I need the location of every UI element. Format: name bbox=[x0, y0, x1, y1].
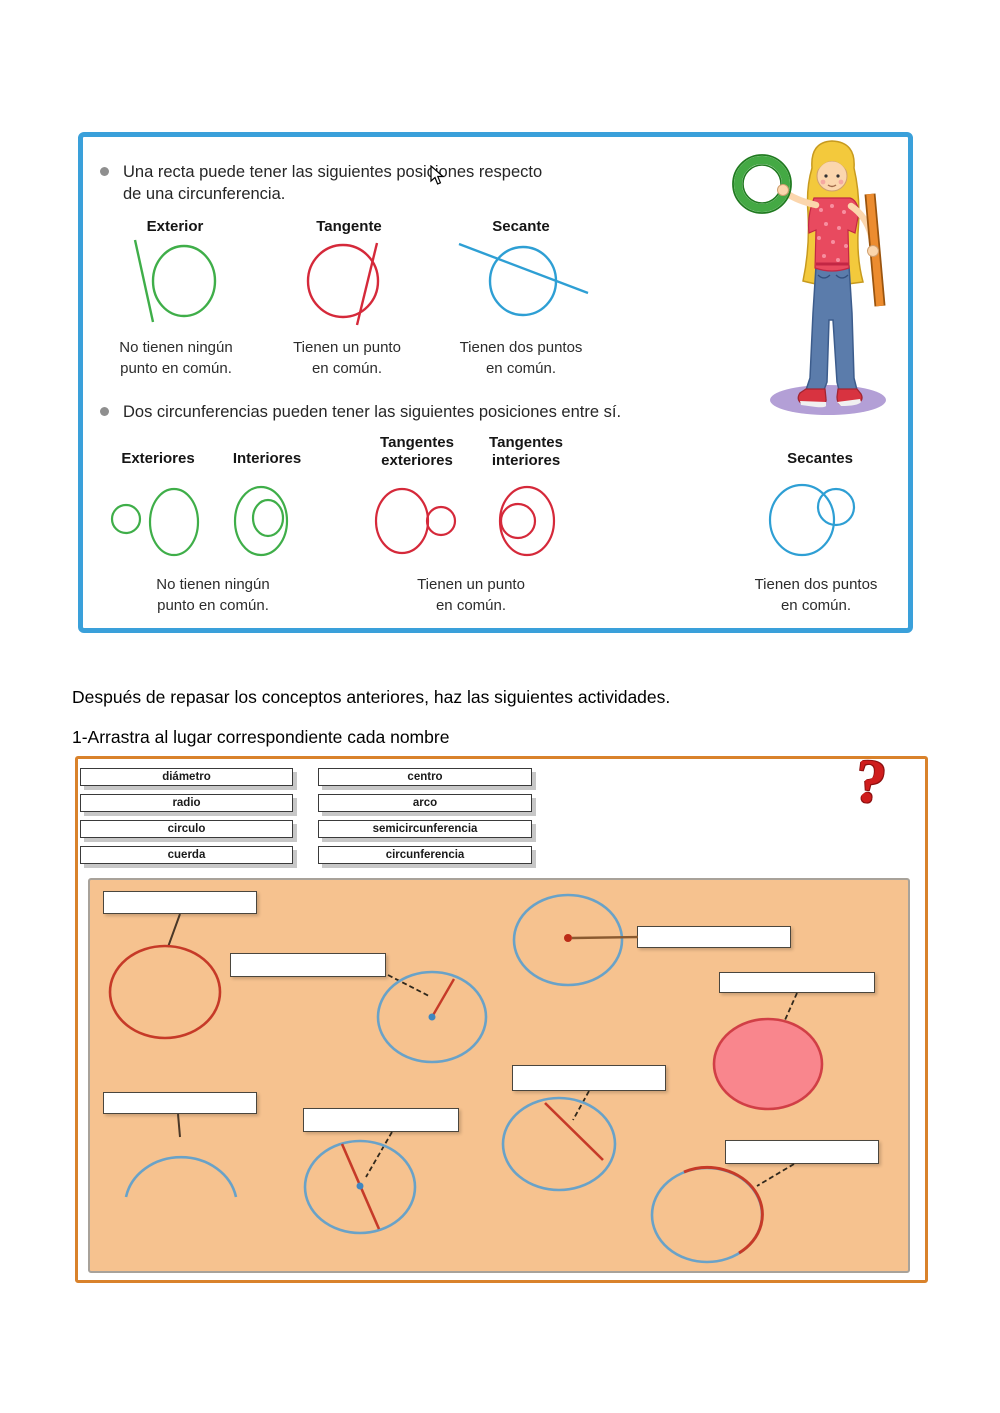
fringe bbox=[817, 156, 847, 171]
title-exterior: Exterior bbox=[146, 218, 204, 235]
caption-tangentes: Tienen un punto en común. bbox=[417, 576, 525, 614]
intro-paragraph: Después de repasar los conceptos anterio… bbox=[72, 687, 671, 707]
shirt-dots bbox=[817, 204, 848, 262]
concept-box: Una recta puede tener las siguientes pos… bbox=[78, 132, 913, 633]
caption-secantes: Tienen dos puntos en común. bbox=[754, 576, 878, 614]
caption-secante: Tienen dos puntos en común. bbox=[459, 339, 583, 377]
green-ring bbox=[732, 154, 792, 214]
rule-text: Una recta puede tener las siguientes pos… bbox=[123, 161, 683, 205]
caption-exterior: No tienen ningún punto en común. bbox=[119, 339, 233, 377]
mouse-cursor-icon bbox=[430, 165, 445, 185]
target-box-red-circumference[interactable] bbox=[103, 891, 257, 914]
drag-label-cuerda[interactable]: cuerda bbox=[80, 846, 293, 864]
target-box-filled-circle[interactable] bbox=[719, 972, 875, 993]
target-box-center-point[interactable] bbox=[637, 926, 791, 948]
title-tangentes-exteriores: Tangentes exteriores bbox=[380, 434, 454, 469]
rule-line-2: de una circunferencia. bbox=[123, 185, 286, 203]
caption-tangente: Tienen un punto en común. bbox=[293, 339, 401, 377]
target-box-semicircle[interactable] bbox=[103, 1092, 257, 1114]
target-box-chord[interactable] bbox=[512, 1065, 666, 1091]
caption-exteriores-interiores: No tienen ningún punto en común. bbox=[156, 576, 270, 614]
target-box-radius[interactable] bbox=[230, 953, 386, 977]
jeans bbox=[804, 265, 858, 391]
shirt bbox=[807, 197, 860, 272]
drag-label-circulo[interactable]: circulo bbox=[80, 820, 293, 838]
activity-heading: 1-Arrastra al lugar correspondiente cada… bbox=[72, 727, 450, 747]
hand bbox=[867, 245, 879, 257]
title-secante: Secante bbox=[492, 218, 550, 235]
circles-heading: Dos circunferencias pueden tener las sig… bbox=[123, 403, 622, 421]
drag-label-centro[interactable]: centro bbox=[318, 768, 532, 786]
title-exteriores: Exteriores bbox=[121, 450, 195, 467]
rule-line-1: Una recta puede tener las siguientes pos… bbox=[123, 163, 543, 181]
title-tangente: Tangente bbox=[316, 218, 382, 235]
shadow bbox=[770, 385, 886, 415]
drag-label-diametro[interactable]: diámetro bbox=[80, 768, 293, 786]
drag-label-arco[interactable]: arco bbox=[318, 794, 532, 812]
drag-label-circunferencia[interactable]: circunferencia bbox=[318, 846, 532, 864]
title-interiores: Interiores bbox=[232, 450, 302, 467]
hand bbox=[777, 184, 789, 196]
bullet-icon bbox=[100, 167, 109, 176]
title-tangentes-interiores: Tangentes interiores bbox=[489, 434, 563, 469]
drag-label-semicircunferencia[interactable]: semicircunferencia bbox=[318, 820, 532, 838]
bullet-icon bbox=[100, 407, 109, 416]
target-box-diameter[interactable] bbox=[303, 1108, 459, 1132]
target-box-arc[interactable] bbox=[725, 1140, 879, 1164]
title-secantes: Secantes bbox=[787, 450, 853, 467]
drag-label-radio[interactable]: radio bbox=[80, 794, 293, 812]
girl-illustration bbox=[732, 140, 886, 415]
